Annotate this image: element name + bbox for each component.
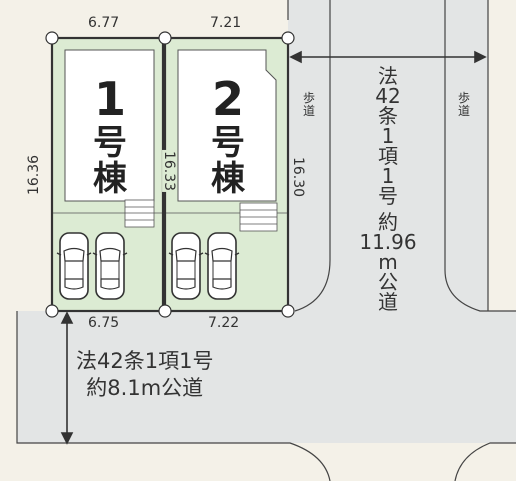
car-icon: [92, 232, 128, 300]
lot-1-label: 号棟: [93, 123, 127, 199]
lot2-right-dimension: 16.30: [290, 156, 307, 198]
sidewalk-left-label: 歩 道: [300, 91, 318, 119]
south-road: [17, 311, 516, 443]
south-road-line1: 法42条1項1号: [76, 349, 214, 373]
north-road-label: 法 42 条 1 項 1 号 約 11.96 m 公 道: [340, 66, 436, 312]
north-road-char: 公: [378, 270, 398, 294]
sidewalk-right-label: 歩 道: [455, 91, 473, 119]
north-road-char: 道: [378, 290, 398, 314]
lot1-left-dimension: 16.36: [26, 154, 43, 196]
lot1-bottom-dimension: 6.75: [88, 315, 120, 331]
north-road-char: 1: [381, 164, 395, 188]
north-road-char: 号: [378, 184, 398, 208]
south-road-line2: 約8.1m公道: [86, 376, 204, 401]
road-edge-lines: [16, 0, 516, 481]
north-road-char: m: [378, 250, 398, 274]
stairs-icon: [239, 202, 278, 232]
south-road-label: 法42条1項1号 約8.1m公道: [76, 348, 213, 403]
north-road-char: 項: [378, 144, 398, 168]
lot-2-title: 2 号棟: [206, 76, 250, 197]
sidewalk-right-char: 歩: [457, 91, 470, 105]
north-road-char: 1: [381, 124, 395, 148]
building-2: [177, 49, 277, 202]
north-road-char: 条: [378, 104, 398, 128]
north-road-char: 11.96: [359, 230, 417, 254]
north-road-char: 約: [378, 210, 398, 234]
arrow-icon: [60, 311, 74, 445]
sidewalk-left-char: 歩: [302, 91, 315, 105]
shared-side-dimension: 16.33: [161, 149, 178, 193]
lot-1-number: 1: [93, 72, 126, 126]
car-icon: [56, 232, 92, 300]
building-1: [64, 49, 155, 202]
sidewalk-left-char: 道: [302, 104, 315, 119]
sidewalk-right-char: 道: [457, 104, 470, 119]
lot2-bottom-dimension: 7.22: [208, 315, 240, 331]
north-road-char: 42: [375, 84, 401, 108]
arrow-icon: [289, 50, 487, 64]
corner-marker-icon: [45, 31, 295, 318]
stairs-icon: [124, 199, 155, 228]
car-icon: [204, 232, 240, 300]
lot-2-number: 2: [211, 72, 244, 126]
north-road-char: 法: [378, 64, 398, 88]
car-icon: [168, 232, 204, 300]
lot1-top-dimension: 6.77: [88, 15, 120, 31]
north-road: [288, 0, 488, 320]
lot2-top-dimension: 7.21: [210, 15, 242, 31]
lot-2-label: 号棟: [211, 123, 245, 199]
lot-1-title: 1 号棟: [88, 76, 132, 197]
